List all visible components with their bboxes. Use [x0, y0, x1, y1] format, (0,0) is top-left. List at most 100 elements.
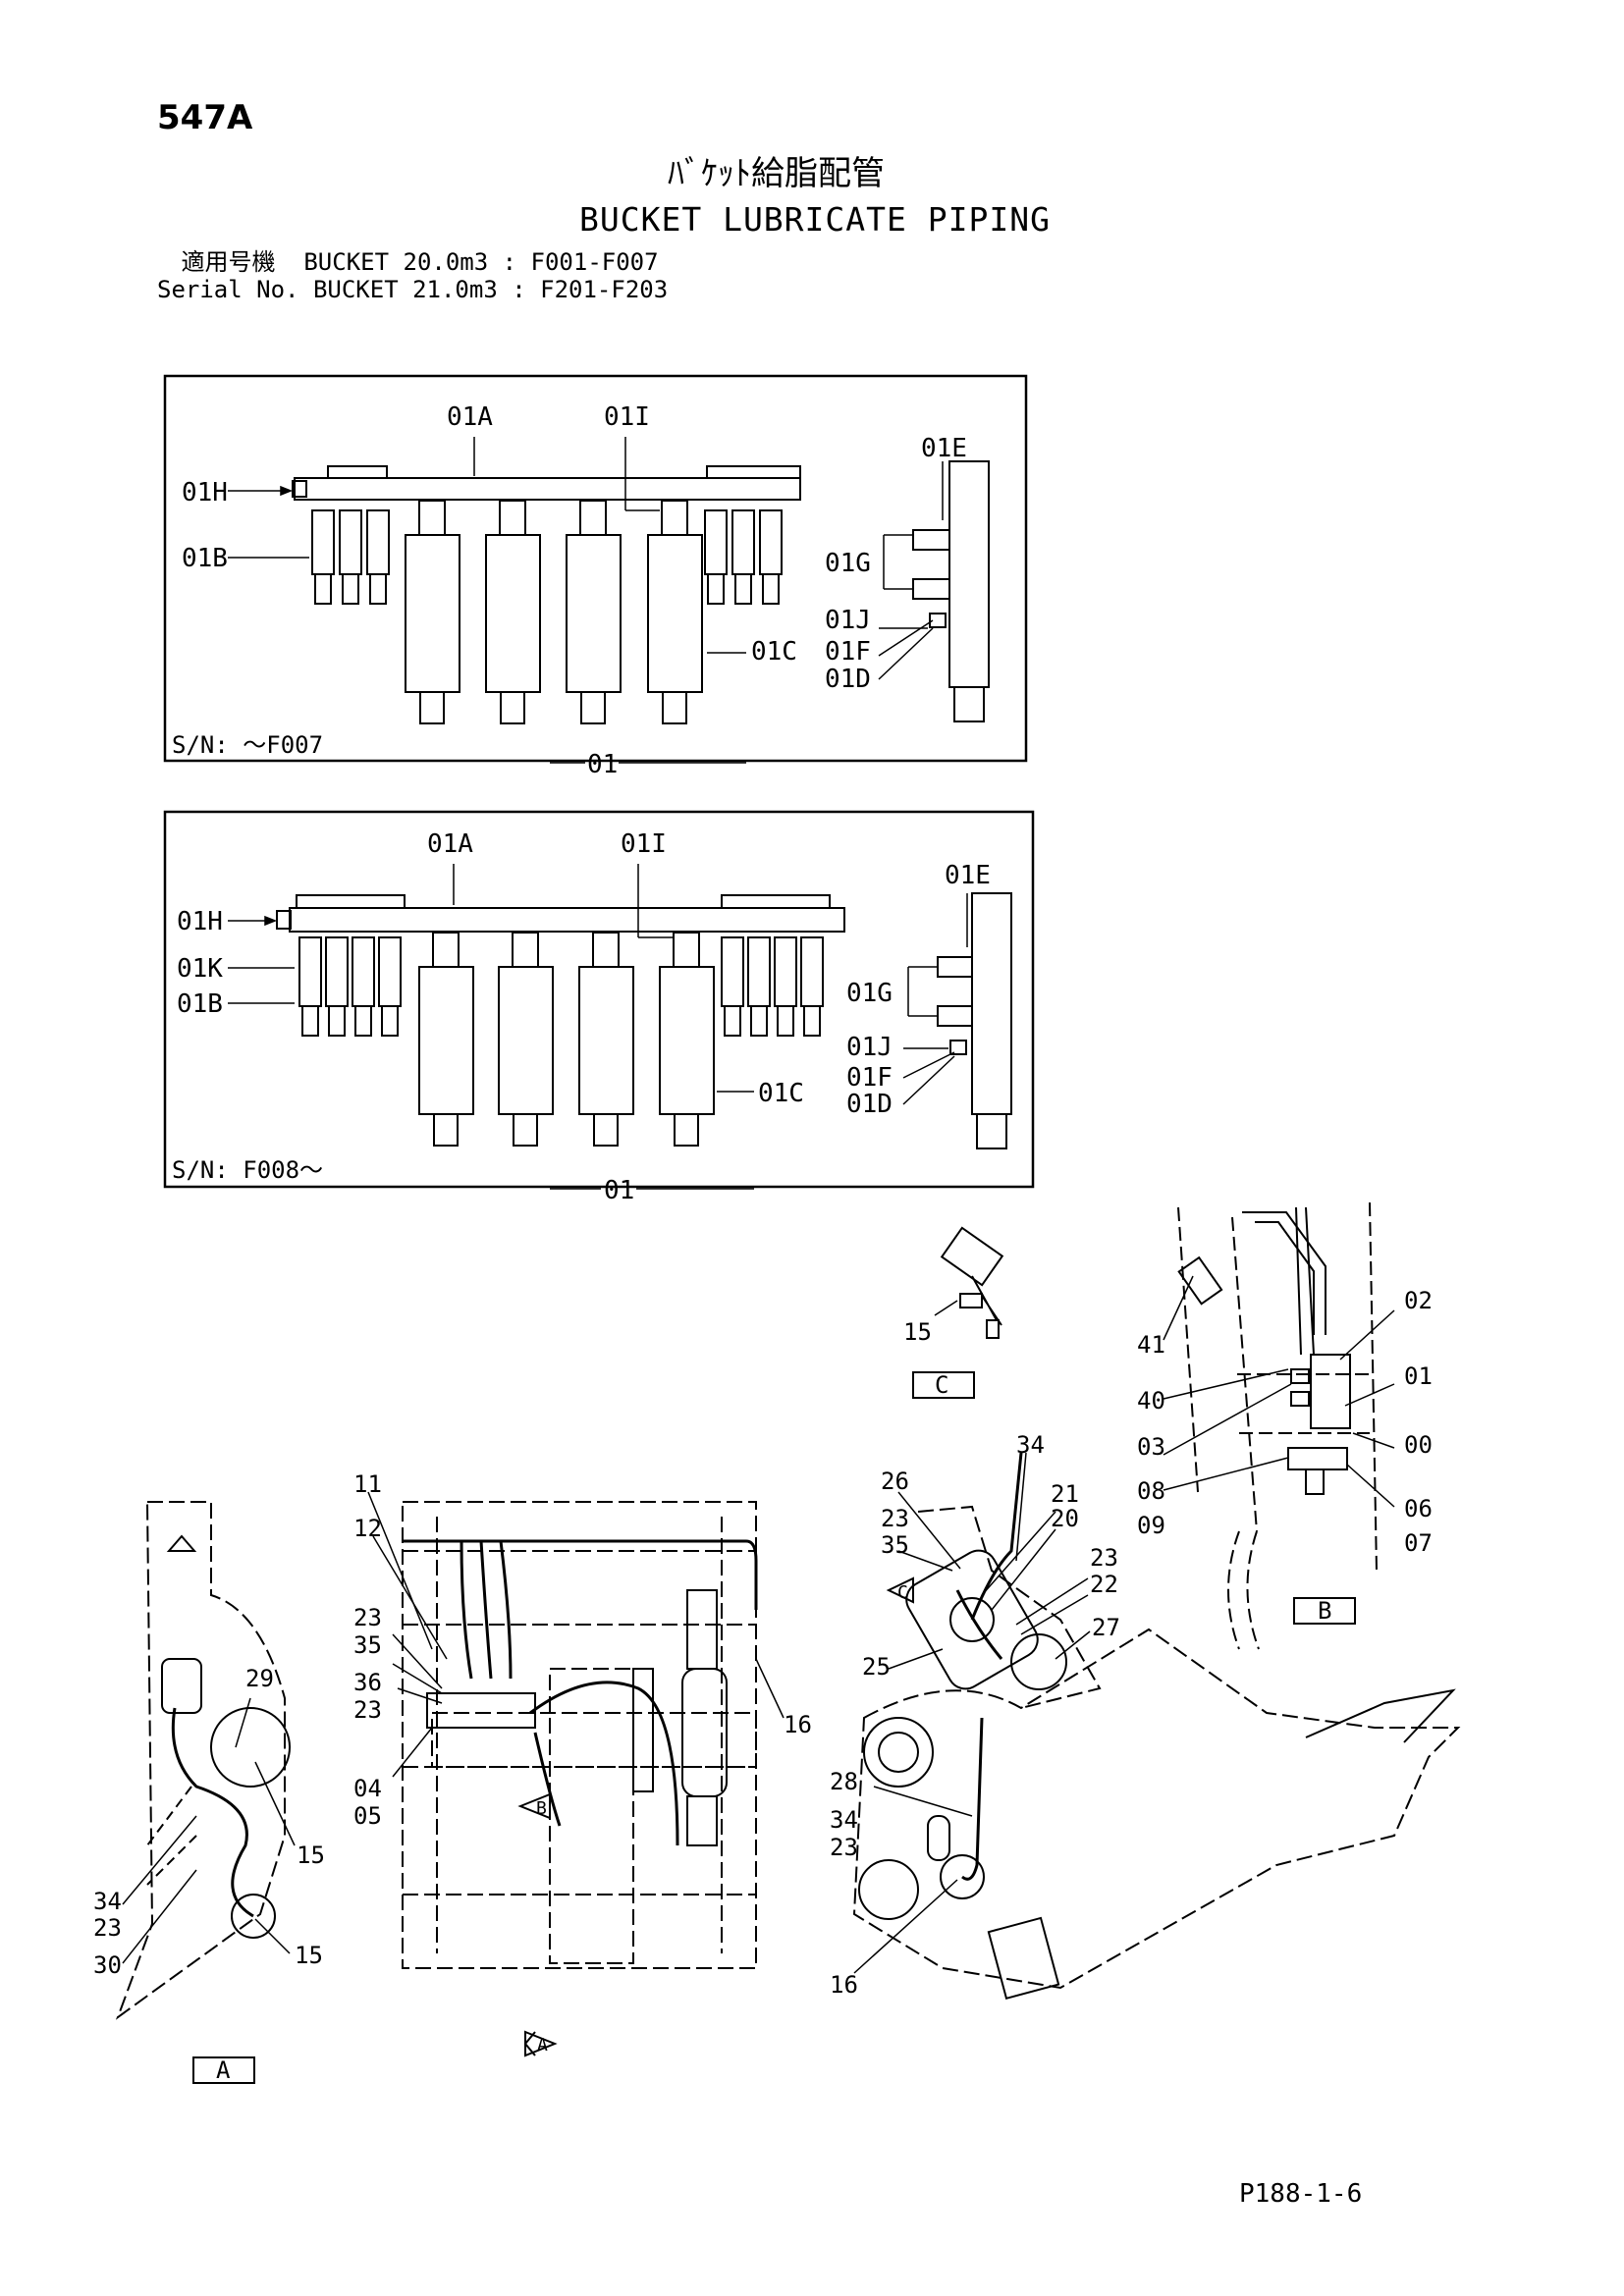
panel-1-label-01G: 01G [825, 549, 871, 578]
view-right-callout-26: 26 [881, 1468, 909, 1495]
detail-b-box [1293, 1597, 1356, 1625]
view-right-callout-23c: 23 [830, 1834, 858, 1861]
view-right-callout-16: 16 [830, 1971, 858, 1999]
view-middle-arrow-a-label: A [537, 2035, 548, 2056]
panel-2-frame [163, 810, 1035, 1189]
panel-2-serial: S/N: F008～ [172, 1156, 323, 1184]
detail-b-label: B [1318, 1597, 1331, 1625]
detail-b-callout-01: 01 [1404, 1362, 1433, 1390]
panel-1-label-01B: 01B [182, 544, 228, 573]
panel-1-cylinders [405, 500, 703, 724]
panel-2-label-01K: 01K [177, 954, 223, 984]
view-middle-callout-04: 04 [353, 1775, 382, 1802]
panel-2-label-01H: 01H [177, 907, 223, 936]
panel-1-manifold-rail [294, 477, 801, 501]
panel-2-inlet-fitting [276, 910, 292, 930]
panel-2-grease-manifold: 01A 01I 01E 01H 01K 01B 01G 01J 01F 01C … [163, 810, 1035, 1205]
panel-1-label-01H: 01H [182, 478, 228, 507]
view-a-callout-23: 23 [93, 1914, 122, 1942]
view-right-callout-25: 25 [862, 1653, 891, 1681]
view-right-callout-27: 27 [1092, 1614, 1120, 1641]
view-right-arrow-c-label: C [897, 1582, 908, 1603]
detail-b-callout-03: 03 [1137, 1433, 1165, 1461]
detail-c-label: C [935, 1371, 948, 1399]
panel-2-label-01F: 01F [846, 1063, 893, 1093]
view-middle-arrow-b-label: B [536, 1798, 547, 1819]
panel-1-label-01A: 01A [447, 402, 493, 432]
view-right-callout-22: 22 [1090, 1571, 1118, 1598]
panel-2-label-01B: 01B [177, 989, 223, 1019]
detail-b: 41 40 03 08 09 02 01 00 06 07 B [1137, 1201, 1433, 1650]
view-right-callout-28: 28 [830, 1768, 858, 1795]
panel-1-label-01I: 01I [604, 402, 650, 432]
footer-page-code: P188-1-6 [1239, 2179, 1363, 2209]
panel-2-leaders [228, 864, 968, 1190]
view-middle-callout-11: 11 [353, 1470, 382, 1498]
view-a-label: A [216, 2056, 231, 2084]
view-a-side: 29 15 34 23 30 15 A [93, 1501, 325, 2084]
panel-2-label-01D: 01D [846, 1090, 893, 1119]
detail-b-callout-06: 06 [1404, 1495, 1433, 1522]
panel-1-inlet-fitting [292, 480, 307, 498]
panel-1-feeders-left [311, 509, 390, 605]
view-right-callout-23a: 23 [881, 1505, 909, 1532]
panel-2-label-01E: 01E [945, 861, 991, 890]
detail-b-callout-40: 40 [1137, 1387, 1165, 1415]
detail-b-callout-02: 02 [1404, 1287, 1433, 1314]
view-right-callout-35: 35 [881, 1531, 909, 1559]
detail-c: 15 C [903, 1226, 1004, 1399]
serial-line-2: Serial No. BUCKET 21.0m3 : F201-F203 [157, 276, 669, 303]
panel-2-assembly-number: 01 [604, 1176, 634, 1205]
view-a-box [192, 2056, 255, 2084]
view-middle-callout-36: 36 [353, 1669, 382, 1696]
panel-2-label-01C: 01C [758, 1079, 804, 1108]
panel-2-label-01A: 01A [427, 829, 473, 859]
view-middle-callout-23a: 23 [353, 1604, 382, 1631]
page-number: 547A [157, 98, 253, 137]
panel-2-side-view [937, 892, 1012, 1149]
panel-2-manifold-rail [289, 907, 845, 933]
detail-b-callout-09: 09 [1137, 1512, 1165, 1539]
panel-2-cylinders [418, 932, 715, 1147]
panel-2-label-01G: 01G [846, 979, 893, 1008]
panel-1-label-01C: 01C [751, 637, 797, 667]
view-a-callout-29: 29 [245, 1665, 274, 1692]
view-middle-callout-12: 12 [353, 1515, 382, 1542]
view-right-side: 34 26 21 23 20 35 23 22 27 25 28 34 23 1… [830, 1431, 1461, 2001]
view-right-callout-23b: 23 [1090, 1544, 1118, 1572]
view-right-callout-34b: 34 [830, 1806, 858, 1834]
detail-b-callout-07: 07 [1404, 1529, 1433, 1557]
view-right-callout-34a: 34 [1016, 1431, 1045, 1459]
panel-1-label-01F: 01F [825, 637, 871, 667]
panel-1-side-view [912, 460, 990, 722]
view-a-callout-15a: 15 [297, 1842, 325, 1869]
view-right-arrow-c [886, 1576, 914, 1604]
view-a-callout-15b: 15 [295, 1942, 323, 1969]
view-middle-arrow-b [517, 1792, 551, 1820]
view-middle-top: 11 12 23 35 36 23 04 05 16 B A [353, 1470, 812, 2057]
panel-1-label-01D: 01D [825, 665, 871, 694]
detail-c-callout-15: 15 [903, 1318, 932, 1346]
panel-2-label-01I: 01I [621, 829, 667, 859]
panel-1-assembly-number: 01 [587, 750, 618, 779]
panel-1-frame [163, 374, 1028, 763]
view-middle-distributor [426, 1692, 536, 1729]
view-middle-callout-23b: 23 [353, 1696, 382, 1724]
panel-2-label-01J: 01J [846, 1033, 893, 1062]
title-english: BUCKET LUBRICATE PIPING [579, 200, 1051, 239]
view-a-callout-34: 34 [93, 1888, 122, 1915]
view-middle-callout-16: 16 [784, 1711, 812, 1738]
title-japanese: ﾊﾞｹｯﾄ給脂配管 [668, 154, 885, 193]
panel-1-label-01J: 01J [825, 606, 871, 635]
detail-b-pump [1310, 1354, 1351, 1429]
view-middle-callout-35: 35 [353, 1631, 382, 1659]
panel-1-grease-manifold: 01A 01I 01E 01H 01B 01G 01J 01F 01C 01D … [163, 374, 1028, 779]
detail-b-callout-08: 08 [1137, 1477, 1165, 1505]
panel-2-feeders-left [298, 936, 402, 1037]
view-right-callout-20: 20 [1051, 1505, 1079, 1532]
detail-b-callout-00: 00 [1404, 1431, 1433, 1459]
panel-1-leaders [228, 437, 944, 764]
panel-2-feeders-right [721, 936, 824, 1037]
panel-1-serial: S/N: ～F007 [172, 731, 323, 759]
view-right-callout-21: 21 [1051, 1480, 1079, 1508]
